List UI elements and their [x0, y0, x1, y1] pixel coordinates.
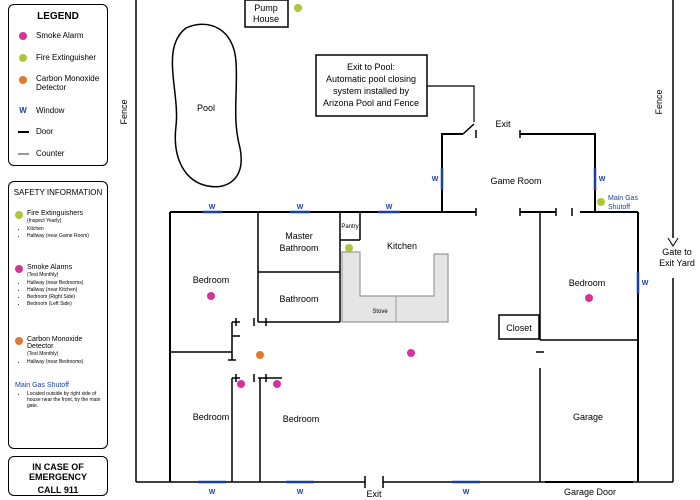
- gas-shutoff-label-2: Shutoff: [608, 204, 630, 211]
- safety-co-section: Carbon Monoxide Detector(Test Monthly) H…: [15, 336, 103, 366]
- fire-extinguisher-icon: [597, 198, 605, 206]
- garage-label: Garage: [573, 412, 603, 422]
- fire-extinguisher-icon: [345, 244, 353, 252]
- interior-walls: [170, 212, 638, 482]
- safety-title: SAFETY INFORMATION: [13, 188, 103, 197]
- master-bathroom-label-2: Bathroom: [279, 243, 318, 253]
- gate-label: Gate to: [662, 247, 692, 257]
- safety-info-panel: SAFETY INFORMATION Fire Extinguishers(In…: [8, 181, 108, 449]
- pump-house: [244, 0, 289, 28]
- legend-counter-label: Counter: [36, 149, 65, 158]
- callout-line-1: Exit to Pool:: [347, 62, 395, 72]
- fence-left-label: Fence: [119, 99, 129, 124]
- co-detector-icon: [256, 351, 264, 359]
- kitchen-label: Kitchen: [387, 241, 417, 251]
- window-icon: W: [297, 489, 304, 496]
- pump-house-label-2: House: [253, 14, 279, 24]
- pool-exit-callout: [315, 54, 428, 117]
- fire-extinguisher-icon: [15, 211, 23, 219]
- legend-smoke-alarm: Smoke Alarm: [17, 31, 84, 40]
- fire-extinguisher-icon: [19, 53, 27, 62]
- gas-shutoff-label: Main Gas: [608, 195, 638, 202]
- pump-house-label: Pump: [254, 3, 278, 13]
- kitchen-counter: [341, 251, 449, 323]
- pool-exit-door: [462, 123, 475, 135]
- safety-smoke-section: Smoke Alarms(Test Monthly) Hallway (near…: [15, 264, 103, 308]
- legend-door: Door: [17, 127, 53, 136]
- bedroom-bottom-left-label: Bedroom: [193, 412, 230, 422]
- smoke-alarm-icon: [15, 265, 23, 273]
- window-icon: W: [599, 176, 606, 183]
- emergency-line1: IN CASE OF EMERGENCY: [28, 462, 87, 482]
- safety-gas-section: Main Gas Shutoff Located outside by righ…: [15, 382, 103, 410]
- bathroom-label: Bathroom: [279, 294, 318, 304]
- window-icon: W: [297, 204, 304, 211]
- callout-line-2: Automatic pool closing: [326, 74, 416, 84]
- fire-extinguisher-icon: [294, 4, 302, 12]
- callout-line-3: system installed by: [333, 86, 410, 96]
- garage-door-label: Garage Door: [564, 487, 616, 497]
- window-labels: W W W W W W W W W: [209, 176, 649, 496]
- master-bathroom-label: Master: [285, 231, 313, 241]
- windows: [198, 168, 640, 484]
- bedroom-right-label: Bedroom: [569, 278, 606, 288]
- legend-counter: Counter: [17, 149, 64, 158]
- window-icon: W: [209, 489, 216, 496]
- legend-panel: LEGEND Smoke Alarm Fire Extinguisher Car…: [8, 4, 108, 166]
- emergency-line2: CALL 911: [37, 485, 79, 495]
- legend-title: LEGEND: [37, 11, 79, 22]
- pool-label: Pool: [197, 103, 215, 113]
- callout-line-4: Arizona Pool and Fence: [323, 98, 419, 108]
- legend-window: W Window: [17, 106, 64, 115]
- window-icon: W: [19, 106, 27, 115]
- game-room-label: Game Room: [490, 176, 541, 186]
- bedroom-top-left-label: Bedroom: [193, 275, 230, 285]
- window-icon: W: [463, 489, 470, 496]
- legend-fire-extinguisher-label: Fire Extinguisher: [36, 53, 97, 62]
- legend-window-label: Window: [36, 106, 65, 115]
- gate-marker: [667, 237, 679, 247]
- smoke-alarm-icon: [407, 349, 415, 357]
- safety-fire-section: Fire Extinguishers(Inspect Yearly) Kitch…: [15, 210, 103, 240]
- legend-door-label: Door: [36, 127, 54, 136]
- window-icon: W: [209, 204, 216, 211]
- gate-label-2: Exit Yard: [659, 258, 695, 268]
- emergency-panel: IN CASE OF EMERGENCY CALL 911: [8, 456, 108, 496]
- counter-icon: [17, 152, 29, 155]
- door-icon: [17, 130, 29, 133]
- bedroom-bottom-middle-label: Bedroom: [283, 414, 320, 424]
- closet-label: Closet: [506, 323, 532, 333]
- stove-label: Stove: [372, 309, 388, 315]
- pool: [171, 23, 242, 188]
- smoke-alarm-icon: [19, 31, 27, 40]
- smoke-alarm-icon: [585, 294, 593, 302]
- window-icon: W: [386, 204, 393, 211]
- legend-fire-extinguisher: Fire Extinguisher: [17, 53, 96, 62]
- legend-smoke-alarm-label: Smoke Alarm: [36, 31, 84, 40]
- smoke-alarm-icon: [273, 380, 281, 388]
- smoke-alarm-icon: [207, 292, 215, 300]
- co-detector-icon: [15, 337, 23, 345]
- door-markers: [228, 123, 573, 488]
- fence-right-label: Fence: [654, 89, 664, 114]
- co-detector-icon: [19, 76, 27, 84]
- exit-bottom-label: Exit: [366, 489, 382, 499]
- window-icon: W: [432, 176, 439, 183]
- pantry-label: Pantry: [341, 224, 358, 230]
- callout-pointer: [427, 85, 475, 122]
- window-icon: W: [642, 280, 649, 287]
- exit-top-label: Exit: [495, 119, 511, 129]
- closet: [498, 314, 540, 340]
- smoke-alarm-icon: [237, 380, 245, 388]
